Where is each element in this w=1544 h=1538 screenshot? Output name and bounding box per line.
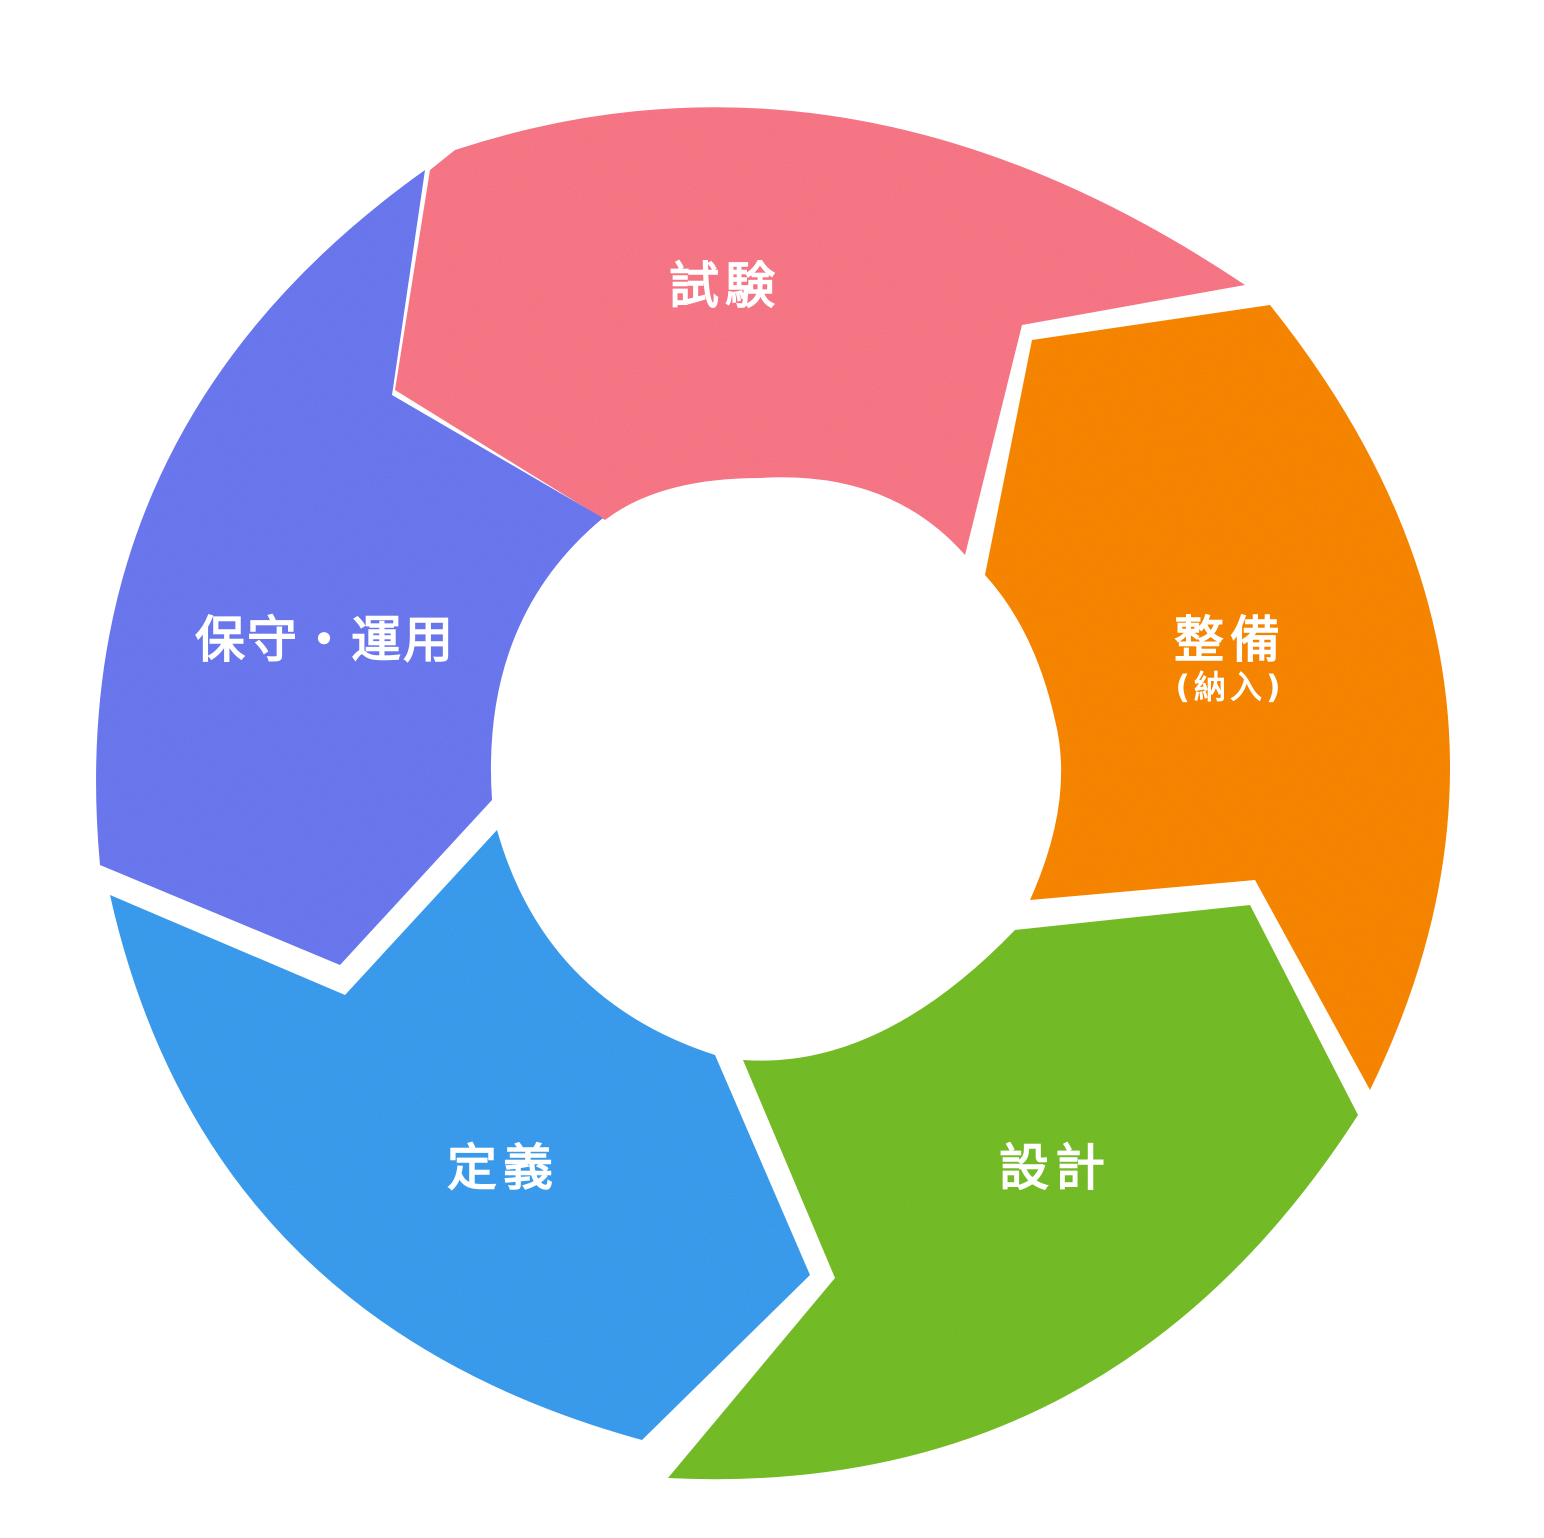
segment-prepare	[985, 305, 1450, 1090]
label-maintain: 保守・運用	[195, 611, 455, 669]
label-prepare-sub: (納入)	[1175, 668, 1285, 706]
label-prepare-main: 整備	[1174, 611, 1286, 669]
label-prepare: 整備 (納入)	[1125, 612, 1335, 706]
label-design: 設計	[999, 1139, 1111, 1197]
segment-maintain	[96, 170, 604, 965]
segment-test	[395, 107, 1245, 555]
segment-design	[668, 905, 1358, 1480]
label-test: 試験	[669, 257, 781, 315]
segment-define	[110, 830, 810, 1440]
label-define: 定義	[447, 1139, 559, 1197]
